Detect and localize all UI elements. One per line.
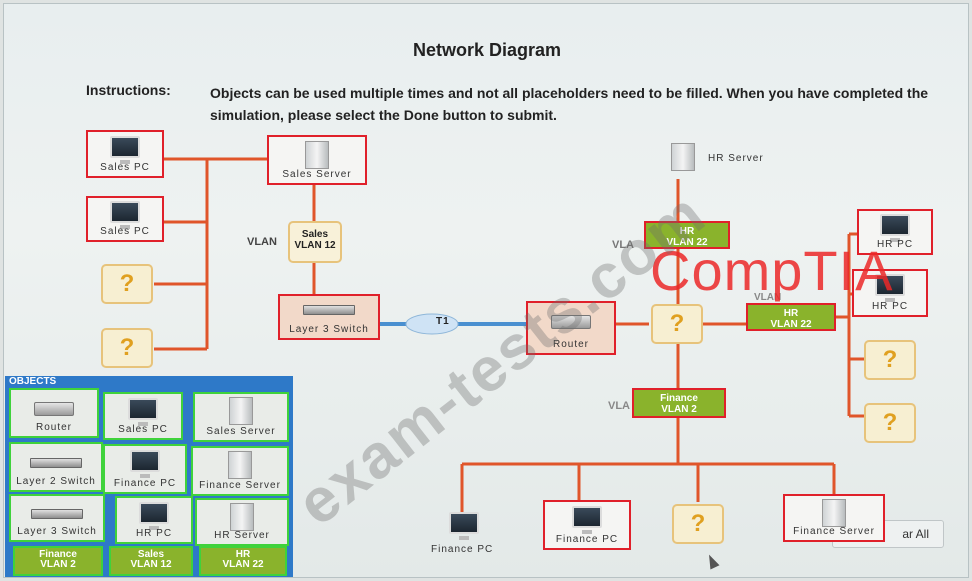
node-hr-pc-2[interactable]: HR PC xyxy=(852,269,928,317)
node-router[interactable]: Router xyxy=(526,301,616,355)
object-finance-pc[interactable]: Finance PC xyxy=(103,444,187,494)
object-label: Sales Server xyxy=(206,426,276,437)
placeholder-slot-bottom[interactable]: ? xyxy=(672,504,724,544)
object-hr-server[interactable]: HR Server xyxy=(195,498,289,546)
pc-icon xyxy=(139,502,169,530)
object-label: Sales PC xyxy=(118,424,168,435)
server-icon xyxy=(229,397,253,425)
node-label: Layer 3 Switch xyxy=(289,324,369,335)
object-label: Layer 3 Switch xyxy=(17,526,97,537)
placeholder-slot-left-1[interactable]: ? xyxy=(101,264,153,304)
t1-label: T1 xyxy=(436,316,450,327)
node-label: Sales Server xyxy=(282,169,352,180)
node-layer3-switch[interactable]: Layer 3 Switch xyxy=(278,294,380,340)
pc-icon xyxy=(110,136,140,164)
instructions-text: Objects can be used multiple times and n… xyxy=(210,85,929,123)
object-hr-pc[interactable]: HR PC xyxy=(115,496,193,544)
finance-pc-plain-icon[interactable] xyxy=(449,512,479,540)
object-hr-vlan[interactable]: HR VLAN 22 xyxy=(199,546,287,576)
node-label: Sales PC xyxy=(100,226,150,237)
placeholder-slot-center[interactable]: ? xyxy=(651,304,703,344)
node-label: Finance Server xyxy=(793,526,875,537)
hr-vlan-tag-top[interactable]: HR VLAN 22 xyxy=(644,221,730,249)
server-icon xyxy=(305,141,329,169)
hr-server-icon[interactable] xyxy=(671,143,695,171)
object-sales-pc[interactable]: Sales PC xyxy=(103,392,183,440)
object-label: HR Server xyxy=(214,530,270,541)
node-finance-pc[interactable]: Finance PC xyxy=(543,500,631,550)
placeholder-slot-right-1[interactable]: ? xyxy=(864,340,916,380)
pc-icon xyxy=(110,201,140,229)
hr-vlan-right-prefix: VLAN xyxy=(754,292,782,303)
node-sales-pc-2[interactable]: Sales PC xyxy=(86,196,164,242)
object-label: Layer 2 Switch xyxy=(16,476,96,487)
finance-vlan-tag[interactable]: Finance VLAN 2 xyxy=(632,388,726,418)
object-layer3-switch[interactable]: Layer 3 Switch xyxy=(9,494,105,542)
object-label: Router xyxy=(35,422,72,433)
node-hr-pc-1[interactable]: HR PC xyxy=(857,209,933,255)
page-title: Network Diagram xyxy=(412,40,562,60)
finance-vlan-prefix: VLA xyxy=(608,400,630,412)
connection-lines xyxy=(154,157,864,512)
pc-icon xyxy=(130,450,160,478)
instructions-label: Instructions: xyxy=(86,82,171,98)
objects-panel: OBJECTS Router Sales PC Sales Server Lay… xyxy=(5,376,293,577)
pc-icon xyxy=(875,274,905,302)
router-icon xyxy=(34,402,74,416)
pc-icon xyxy=(880,214,910,242)
node-sales-server[interactable]: Sales Server xyxy=(267,135,367,185)
node-finance-server[interactable]: Finance Server xyxy=(783,494,885,542)
object-label: Finance Server xyxy=(199,480,281,491)
comptia-watermark: CompTIA xyxy=(650,239,894,302)
switch-icon xyxy=(303,305,355,315)
pc-icon xyxy=(128,398,158,426)
node-label: Finance PC xyxy=(555,534,619,545)
t1-cloud xyxy=(405,313,459,335)
objects-heading: OBJECTS xyxy=(9,376,57,387)
node-label: Router xyxy=(552,339,589,350)
pc-icon xyxy=(572,506,602,534)
object-finance-vlan[interactable]: Finance VLAN 2 xyxy=(13,546,103,576)
server-icon xyxy=(230,503,254,531)
placeholder-slot-right-2[interactable]: ? xyxy=(864,403,916,443)
sales-vlan-slot[interactable]: Sales VLAN 12 xyxy=(288,221,342,263)
object-layer2-switch[interactable]: Layer 2 Switch xyxy=(9,442,103,492)
simulation-screen: Network Diagram Instructions: Objects ca… xyxy=(3,3,969,578)
server-icon xyxy=(822,499,846,527)
switch-icon xyxy=(30,458,82,468)
object-label: Finance PC xyxy=(113,478,177,489)
node-label: Sales PC xyxy=(100,162,150,173)
finance-pc-plain-label: Finance PC xyxy=(431,544,494,555)
node-label: HR PC xyxy=(876,239,914,250)
object-sales-vlan[interactable]: Sales VLAN 12 xyxy=(109,546,193,576)
object-label: HR PC xyxy=(135,528,173,539)
hr-vlan-prefix: VLA xyxy=(612,239,634,251)
hr-vlan-tag-right[interactable]: HR VLAN 22 xyxy=(746,303,836,331)
node-sales-pc-1[interactable]: Sales PC xyxy=(86,130,164,178)
server-icon xyxy=(228,451,252,479)
hr-server-label: HR Server xyxy=(708,153,764,164)
object-sales-server[interactable]: Sales Server xyxy=(193,392,289,442)
switch-icon xyxy=(31,509,83,519)
router-icon xyxy=(551,315,591,329)
placeholder-slot-left-2[interactable]: ? xyxy=(101,328,153,368)
node-label: HR PC xyxy=(871,301,909,312)
object-router[interactable]: Router xyxy=(9,388,99,438)
sales-vlan-prefix: VLAN xyxy=(247,236,277,248)
object-finance-server[interactable]: Finance Server xyxy=(191,446,289,496)
